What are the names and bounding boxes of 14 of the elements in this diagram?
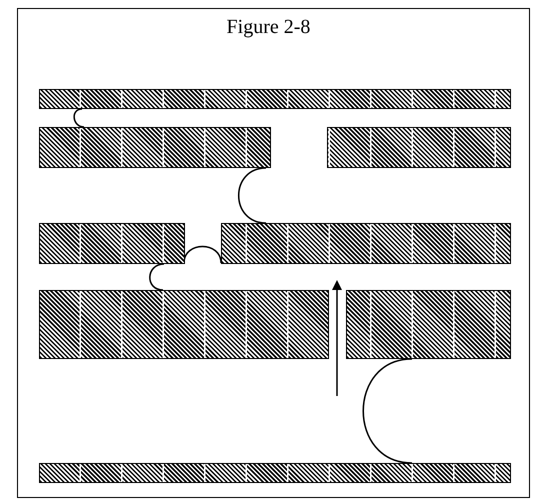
figure-title: Figure 2-8: [226, 16, 312, 39]
connector-curve: [183, 246, 222, 264]
connector-curve: [149, 263, 164, 291]
hatched-bar: [39, 290, 329, 359]
connector-curve: [73, 108, 84, 128]
hatched-bar: [346, 290, 511, 359]
connector-curve: [238, 167, 266, 224]
hatched-bar: [39, 223, 185, 264]
hatched-bar: [39, 463, 511, 483]
hatched-bar: [221, 223, 511, 264]
hatched-bar: [327, 127, 511, 168]
connector-curve: [362, 358, 412, 464]
hatched-bar: [39, 89, 511, 109]
hatched-bar: [39, 127, 271, 168]
